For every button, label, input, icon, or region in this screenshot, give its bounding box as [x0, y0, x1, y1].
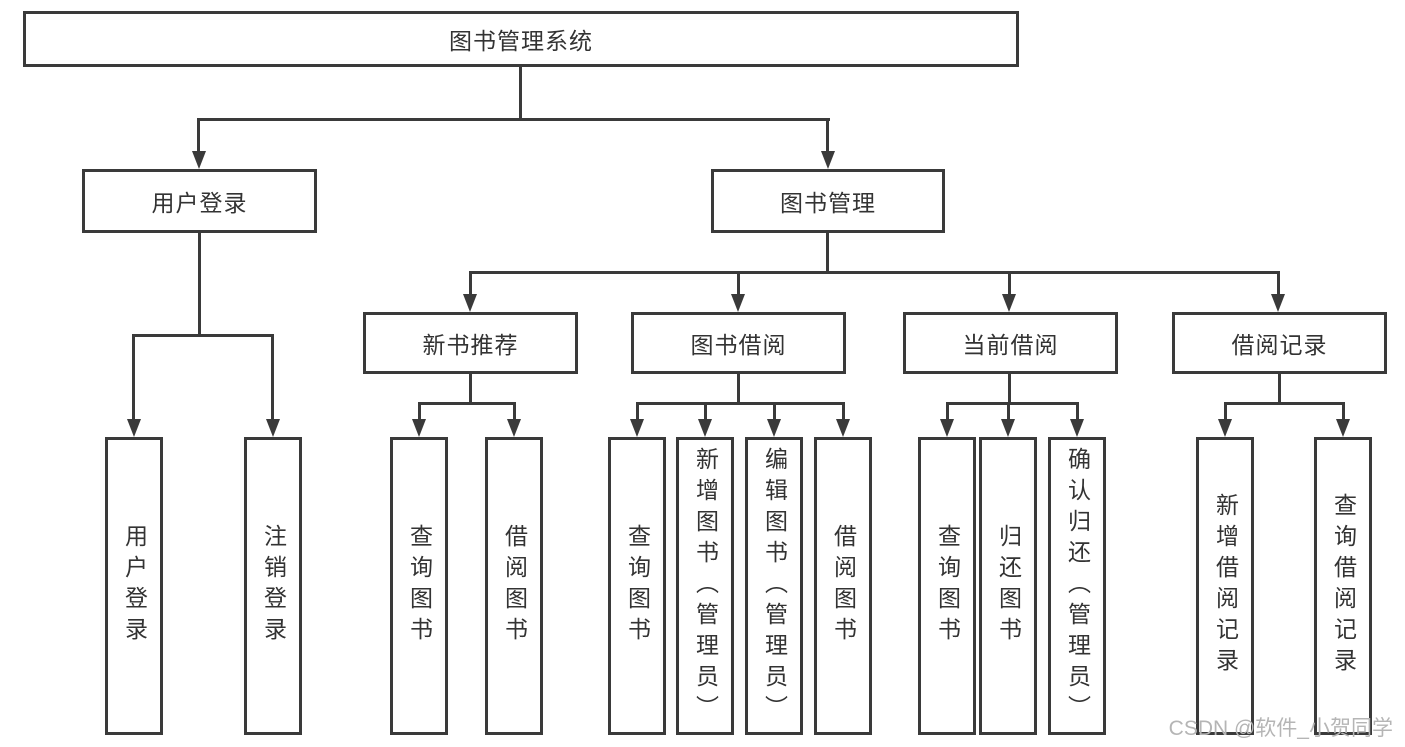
connector-arrowhead [940, 419, 954, 437]
node-book-borrow-label: 图书借阅 [690, 332, 787, 358]
leaf-query-books: 查询图书 [918, 437, 976, 735]
connector-arrowhead [731, 294, 745, 312]
leaf-add-book-admin: 新增图书（管理员） [676, 437, 734, 735]
connector-segment [826, 232, 829, 274]
leaf-edit-book-admin: 编辑图书（管理员） [745, 437, 803, 735]
connector-arrowhead [192, 151, 206, 169]
node-current-borrow: 当前借阅 [903, 312, 1118, 374]
connector-segment [418, 402, 421, 422]
connector-segment [469, 373, 472, 405]
connector-segment [842, 402, 845, 422]
leaf-confirm-return-admin: 确认归还（管理员） [1048, 437, 1106, 735]
node-user-login-label: 用户登录 [151, 190, 248, 216]
leaf-label: 用户登录 [121, 524, 148, 648]
leaf-logout: 注销登录 [244, 437, 302, 735]
leaf-label: 确认归还（管理员） [1064, 446, 1091, 726]
connector-segment [1008, 373, 1011, 405]
connector-segment [737, 373, 740, 405]
connector-arrowhead [507, 419, 521, 437]
connector-segment [1224, 402, 1227, 422]
connector-arrowhead [1271, 294, 1285, 312]
leaf-query-books: 查询图书 [390, 437, 448, 735]
connector-segment [132, 334, 273, 337]
connector-arrowhead [412, 419, 426, 437]
connector-segment [1008, 271, 1011, 296]
leaf-borrow-books: 借阅图书 [485, 437, 543, 735]
leaf-user-login: 用户登录 [105, 437, 163, 735]
connector-segment [271, 334, 274, 422]
connector-arrowhead [1336, 419, 1350, 437]
connector-arrowhead [630, 419, 644, 437]
node-borrow-records-label: 借阅记录 [1231, 332, 1328, 358]
connector-segment [704, 402, 707, 422]
csdn-watermark: CSDN @软件_小贺同学 [1168, 717, 1393, 740]
connector-segment [469, 271, 472, 296]
connector-segment [1277, 271, 1280, 296]
connector-arrowhead [836, 419, 850, 437]
connector-segment [737, 271, 740, 296]
node-book-borrow: 图书借阅 [631, 312, 846, 374]
leaf-label: 查询图书 [624, 524, 651, 648]
connector-segment [1278, 373, 1281, 405]
node-book-management: 图书管理 [711, 169, 945, 233]
leaf-return-books: 归还图书 [979, 437, 1037, 735]
connector-arrowhead [1001, 419, 1015, 437]
connector-arrowhead [1218, 419, 1232, 437]
leaf-label: 查询图书 [406, 524, 433, 648]
node-root: 图书管理系统 [23, 11, 1019, 67]
node-root-label: 图书管理系统 [449, 28, 593, 54]
leaf-label: 注销登录 [260, 524, 287, 648]
leaf-label: 新增借阅记录 [1212, 493, 1239, 679]
connector-arrowhead [767, 419, 781, 437]
connector-segment [826, 118, 829, 153]
connector-segment [197, 118, 200, 153]
node-borrow-records: 借阅记录 [1172, 312, 1387, 374]
leaf-label: 借阅图书 [501, 524, 528, 648]
connector-segment [773, 402, 776, 422]
connector-arrowhead [1070, 419, 1084, 437]
connector-segment [197, 118, 830, 121]
leaf-query-books: 查询图书 [608, 437, 666, 735]
node-new-book-recommend: 新书推荐 [363, 312, 578, 374]
connector-segment [513, 402, 516, 422]
leaf-label: 借阅图书 [830, 524, 857, 648]
leaf-borrow-books: 借阅图书 [814, 437, 872, 735]
leaf-label: 查询图书 [934, 524, 961, 648]
connector-arrowhead [698, 419, 712, 437]
connector-segment [946, 402, 1079, 405]
connector-segment [1224, 402, 1345, 405]
connector-segment [198, 232, 201, 336]
connector-arrowhead [1002, 294, 1016, 312]
leaf-label: 查询借阅记录 [1330, 493, 1357, 679]
leaf-query-borrow-record: 查询借阅记录 [1314, 437, 1372, 735]
connector-segment [519, 66, 522, 120]
node-new-book-recommend-label: 新书推荐 [422, 332, 519, 358]
leaf-add-borrow-record: 新增借阅记录 [1196, 437, 1254, 735]
connector-arrowhead [821, 151, 835, 169]
leaf-label: 编辑图书（管理员） [761, 446, 788, 726]
node-user-login: 用户登录 [82, 169, 317, 233]
connector-segment [469, 271, 1279, 274]
connector-arrowhead [463, 294, 477, 312]
leaf-label: 新增图书（管理员） [692, 446, 719, 726]
connector-segment [1076, 402, 1079, 422]
connector-segment [636, 402, 639, 422]
connector-segment [1007, 402, 1010, 422]
connector-arrowhead [127, 419, 141, 437]
connector-segment [636, 402, 845, 405]
node-current-borrow-label: 当前借阅 [962, 332, 1059, 358]
node-book-management-label: 图书管理 [780, 190, 876, 216]
connector-segment [418, 402, 516, 405]
connector-segment [132, 334, 135, 422]
connector-arrowhead [266, 419, 280, 437]
leaf-label: 归还图书 [995, 524, 1022, 648]
connector-segment [1342, 402, 1345, 422]
connector-segment [946, 402, 949, 422]
